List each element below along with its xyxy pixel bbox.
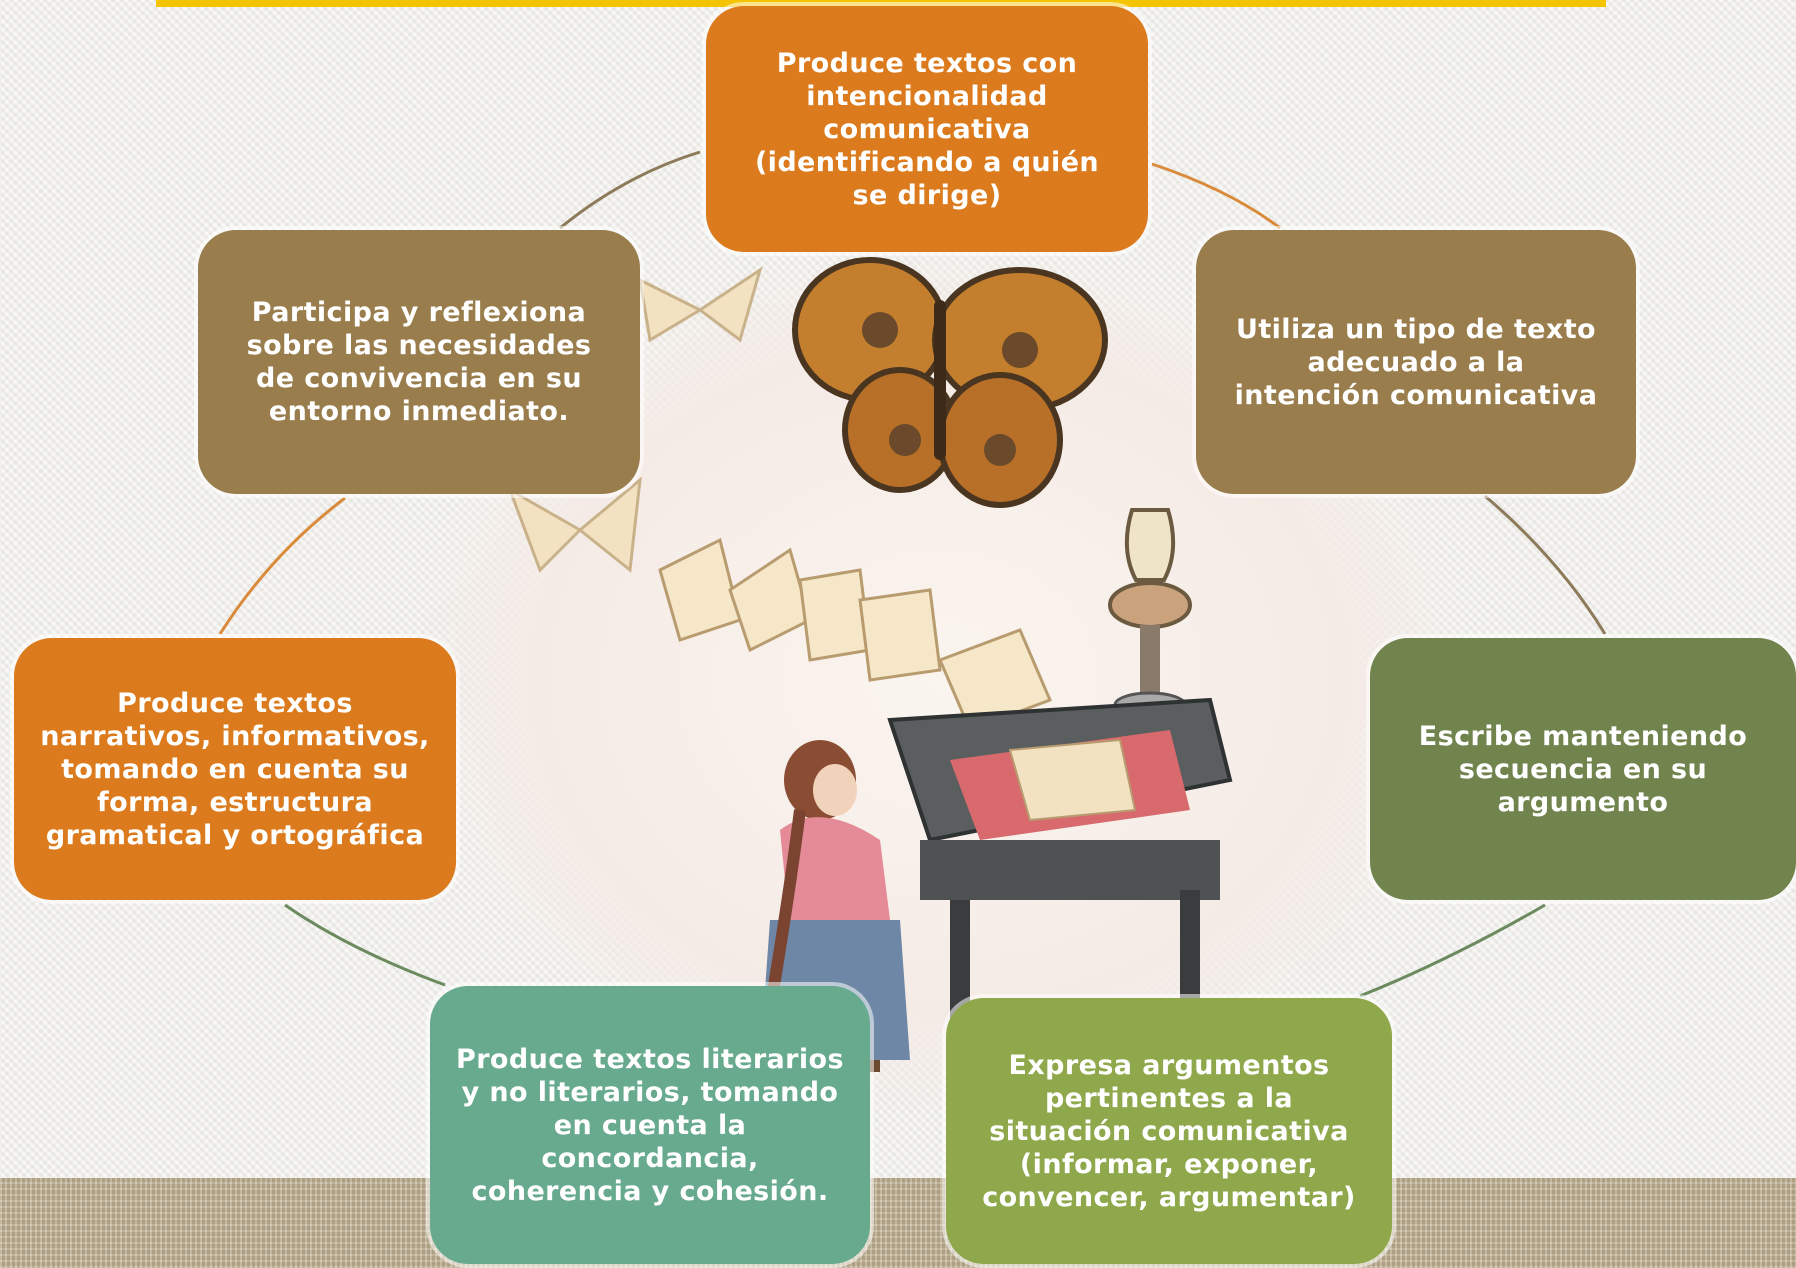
connector-arc [284, 903, 446, 987]
node-bottom-left: Produce textos literarios y no literario… [430, 986, 870, 1264]
node-upper-right: Utiliza un tipo de texto adecuado a la i… [1196, 230, 1636, 494]
node-top: Produce textos con intencionalidad comun… [706, 6, 1148, 252]
pale-butterfly-icon [507, 476, 642, 573]
connector-arc [559, 150, 701, 230]
connector-arc [1359, 903, 1546, 998]
connector-arc [1484, 494, 1607, 635]
oil-lamp-icon [1108, 508, 1192, 719]
node-upper-left: Participa y reflexiona sobre las necesid… [198, 230, 640, 494]
textured-floor-band [0, 1178, 1796, 1268]
node-bottom-right: Expresa argumentos pertinentes a la situ… [946, 998, 1392, 1264]
node-left: Produce textos narrativos, informativos,… [14, 638, 456, 900]
pale-butterfly-icon [638, 266, 763, 343]
girl-writing-illustration [507, 257, 1233, 1072]
accent-bar [156, 0, 1606, 7]
butterfly-icon [792, 257, 1108, 508]
flying-papers [658, 537, 1052, 732]
node-right: Escribe manteniendo secuencia en su argu… [1370, 638, 1796, 900]
connector-arc [218, 496, 346, 635]
writing-desk [887, 697, 1233, 1050]
connector-arc [1151, 162, 1281, 230]
